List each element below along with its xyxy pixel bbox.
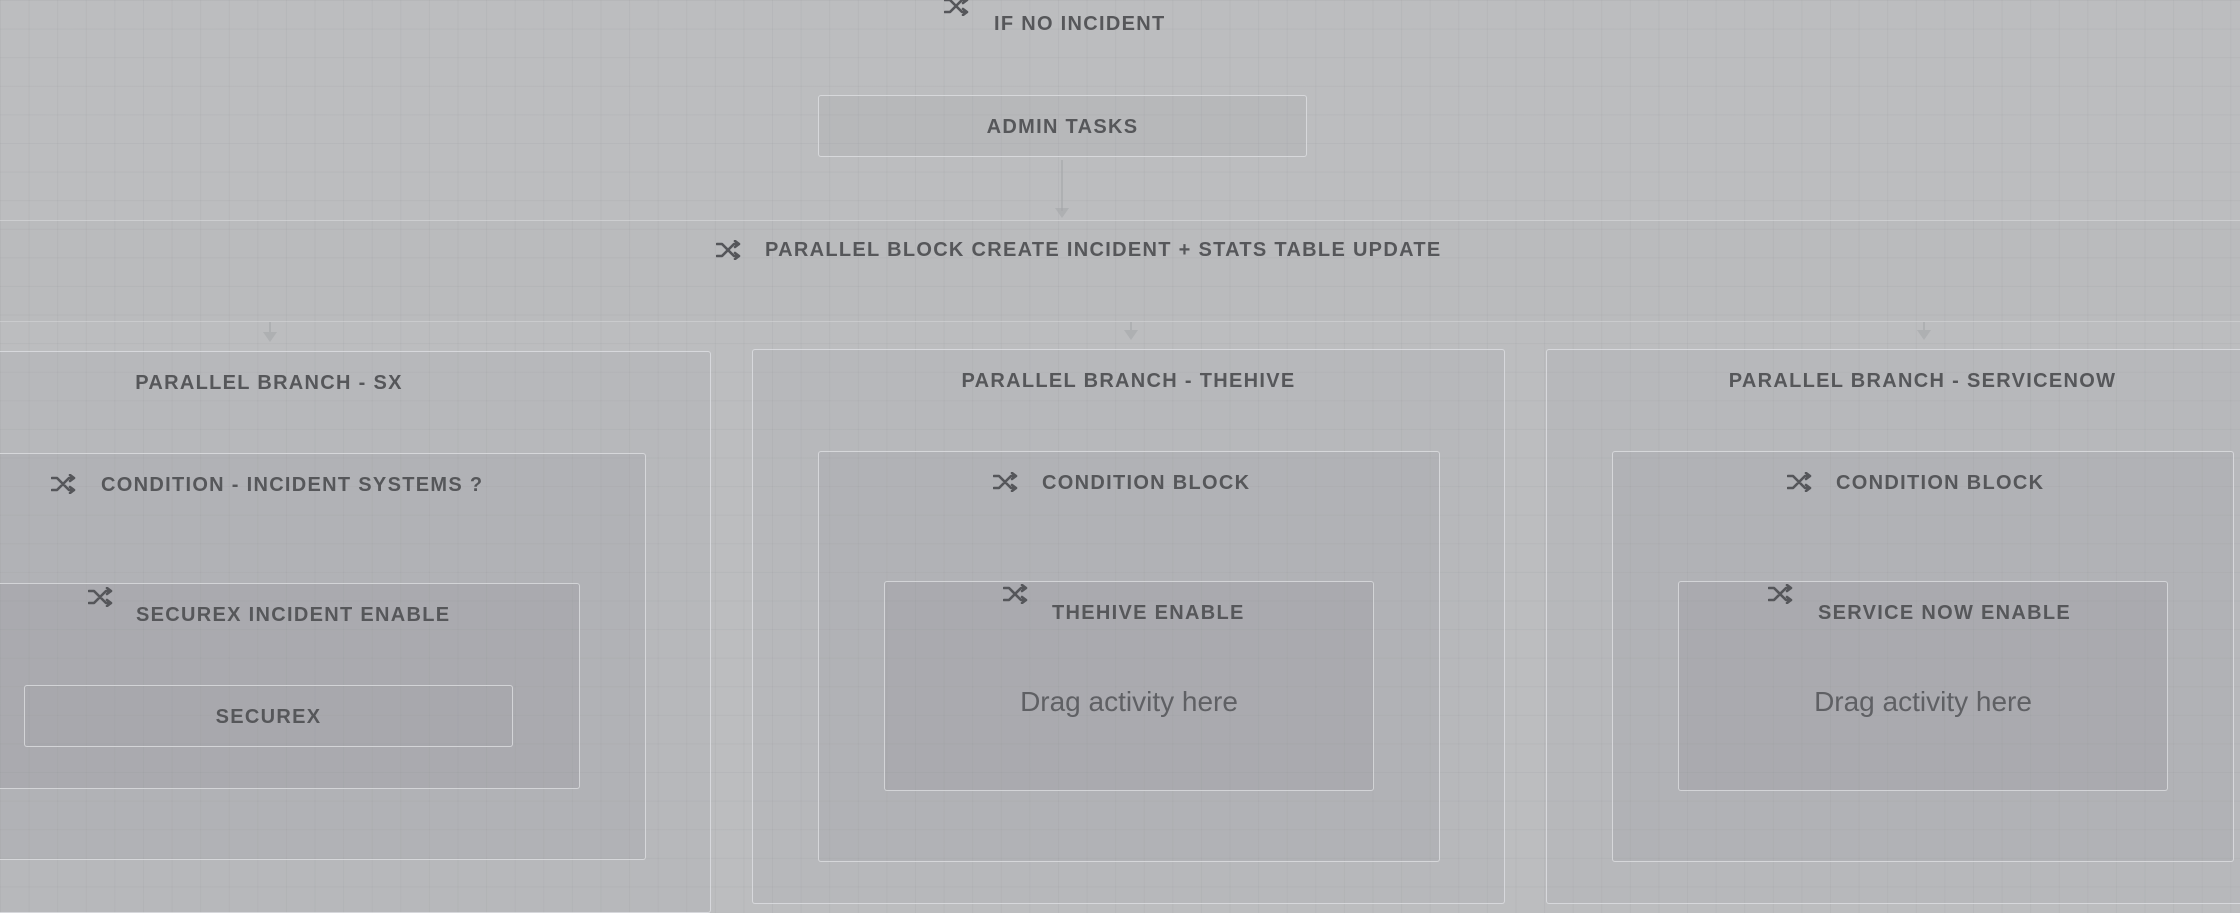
condition-block-thehive[interactable] bbox=[818, 451, 1440, 862]
connector-line bbox=[1130, 322, 1132, 330]
condition-block-incident-systems[interactable] bbox=[0, 453, 646, 860]
parallel-branch-thehive[interactable] bbox=[752, 349, 1505, 904]
condition-thehive-enable[interactable] bbox=[884, 581, 1374, 791]
activity-admin-tasks-label: ADMIN TASKS bbox=[986, 116, 1139, 138]
parallel-branch-thehive-label[interactable]: PARALLEL BRANCH - THEHIVE bbox=[961, 370, 1296, 392]
connector-arrow bbox=[263, 332, 277, 342]
shuffle-icon bbox=[944, 0, 970, 16]
parallel-branch-sx-label[interactable]: PARALLEL BRANCH - SX bbox=[135, 372, 403, 394]
condition-block-servicenow-label: CONDITION BLOCK bbox=[1836, 472, 2045, 494]
activity-securex[interactable]: SECUREX bbox=[24, 685, 513, 747]
shuffle-icon bbox=[1768, 584, 1794, 604]
shuffle-icon bbox=[1787, 472, 1813, 492]
parallel-branch-sx[interactable] bbox=[0, 351, 711, 913]
condition-block-incident-systems-label: CONDITION - INCIDENT SYSTEMS ? bbox=[101, 474, 484, 496]
shuffle-icon bbox=[716, 240, 742, 260]
connector-arrow bbox=[1124, 330, 1138, 340]
connector-arrow bbox=[1055, 208, 1069, 218]
condition-securex-incident-enable[interactable] bbox=[0, 583, 580, 789]
connector-line bbox=[269, 322, 271, 332]
condition-service-now-enable[interactable] bbox=[1678, 581, 2168, 791]
connector-line bbox=[1061, 160, 1063, 211]
shuffle-icon bbox=[88, 587, 114, 607]
connector-line bbox=[1923, 322, 1925, 330]
condition-block-thehive-label: CONDITION BLOCK bbox=[1042, 472, 1251, 494]
parallel-branch-servicenow[interactable] bbox=[1546, 349, 2240, 904]
condition-service-now-enable-label: SERVICE NOW ENABLE bbox=[1818, 602, 2072, 624]
connector-arrow bbox=[1917, 330, 1931, 340]
shuffle-icon bbox=[51, 474, 77, 494]
shuffle-icon bbox=[1003, 584, 1029, 604]
parallel-block-label[interactable]: PARALLEL BLOCK CREATE INCIDENT + STATS T… bbox=[765, 239, 1442, 261]
parallel-branch-servicenow-label[interactable]: PARALLEL BRANCH - SERVICENOW bbox=[1728, 370, 2117, 392]
parallel-block[interactable] bbox=[0, 220, 2240, 322]
drop-zone-placeholder[interactable]: Drag activity here bbox=[1020, 686, 1238, 717]
drop-zone-placeholder[interactable]: Drag activity here bbox=[1814, 686, 2032, 717]
condition-securex-incident-enable-label: SECUREX INCIDENT ENABLE bbox=[136, 604, 451, 626]
condition-block-servicenow[interactable] bbox=[1612, 451, 2234, 862]
condition-if-no-incident-label[interactable]: IF NO INCIDENT bbox=[994, 13, 1166, 35]
activity-securex-label: SECUREX bbox=[215, 706, 322, 728]
activity-admin-tasks[interactable]: ADMIN TASKS bbox=[818, 95, 1307, 157]
shuffle-icon bbox=[993, 472, 1019, 492]
condition-thehive-enable-label: THEHIVE ENABLE bbox=[1052, 602, 1245, 624]
